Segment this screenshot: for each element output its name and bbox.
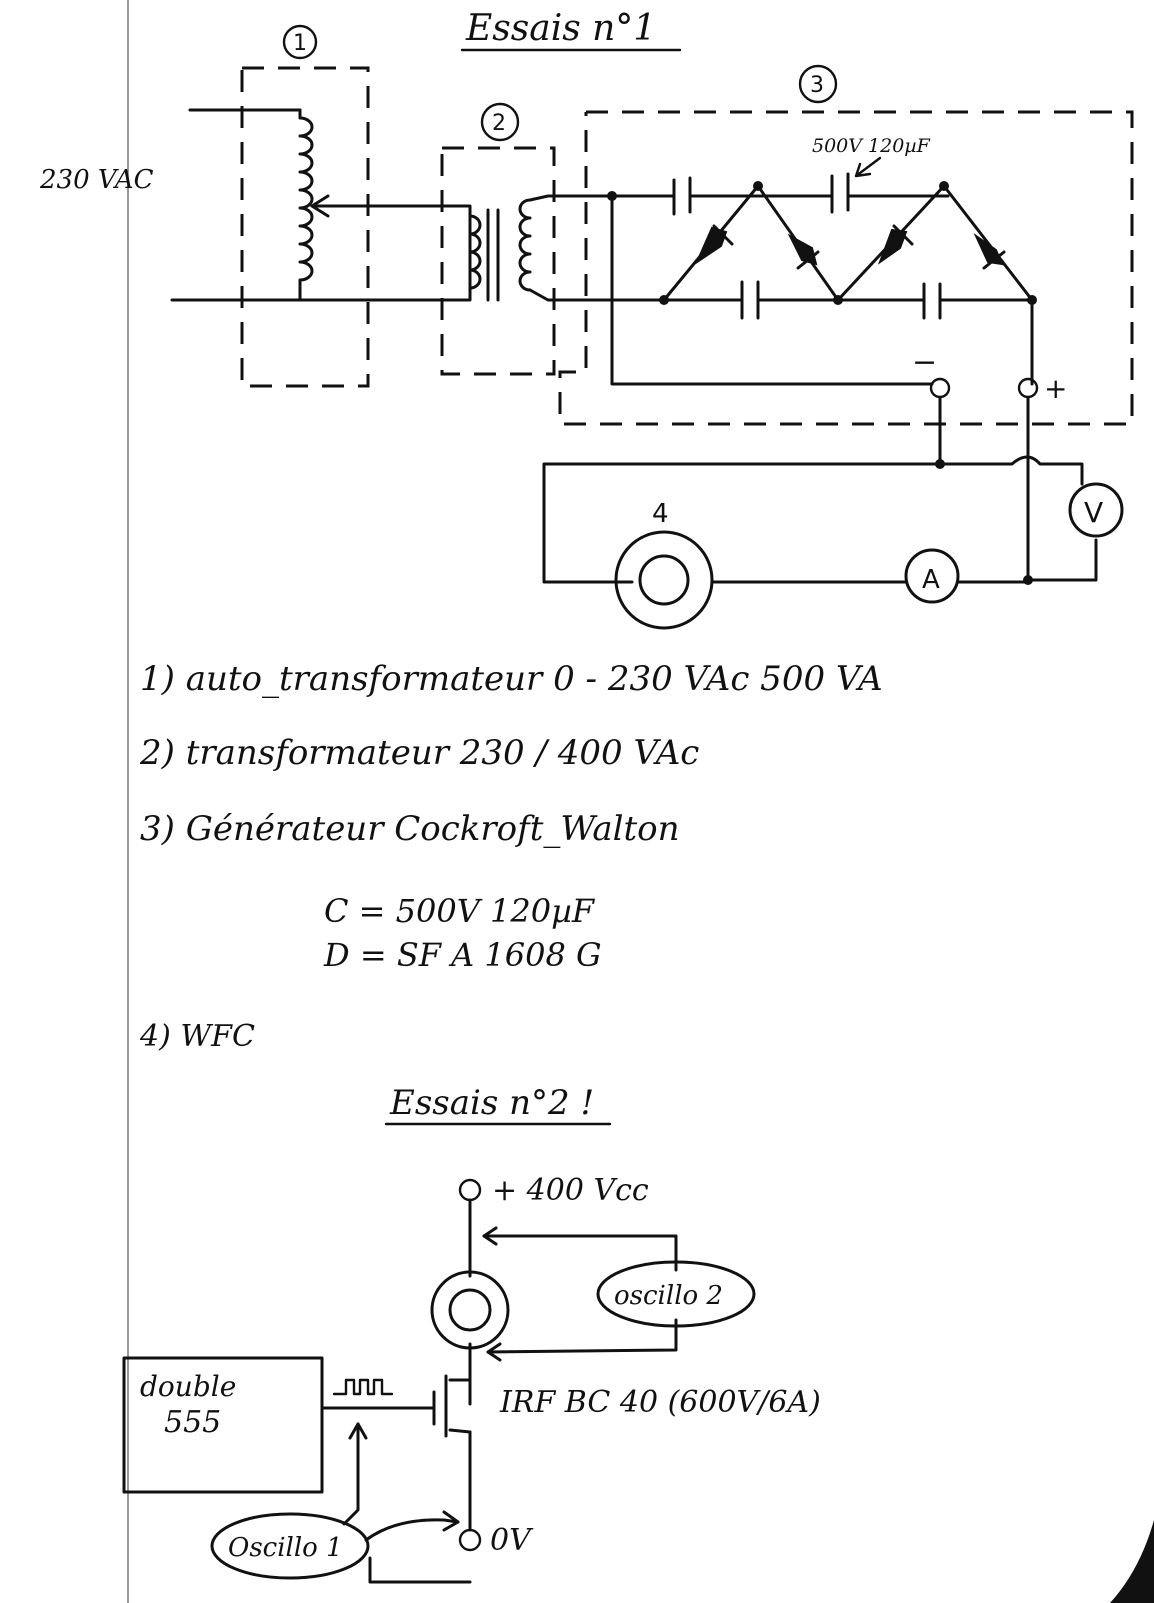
- scope1-ground-arrow: [442, 1510, 460, 1532]
- block2-number: 2: [492, 111, 506, 136]
- block1-boundary: [240, 66, 370, 388]
- block1-number-circle: [282, 24, 318, 60]
- plus-terminal-label: +: [1044, 372, 1067, 405]
- rating-arrow: [854, 156, 882, 178]
- capacitor-icon: [672, 172, 942, 320]
- wfc-cell-icon: 4: [614, 499, 714, 630]
- load-number: 4: [652, 499, 669, 529]
- scope1-return: [368, 1556, 472, 1584]
- page-edge-shadow: [1110, 1520, 1154, 1603]
- scope1-label: Oscillo 1: [228, 1533, 343, 1563]
- block2-boundary: [440, 146, 556, 376]
- capacitor-rating: 500V 120µF: [812, 135, 931, 157]
- ground-label: 0V: [490, 1523, 534, 1558]
- mosfet-label: IRF BC 40 (600V/6A): [499, 1385, 821, 1420]
- wfc-cell-icon: [430, 1270, 510, 1350]
- legend-item-1: 1) auto_transformateur 0 - 230 VAc 500 V…: [140, 659, 883, 699]
- cockcroft-walton-ladder: [607, 181, 1037, 386]
- scope1-gate-probe: [342, 1422, 360, 1526]
- supply-terminal: [458, 1178, 482, 1202]
- block3-number: 3: [810, 73, 824, 98]
- block2-number-circle: [480, 102, 520, 142]
- driver-line2: 555: [164, 1405, 221, 1440]
- ground-terminal: [458, 1528, 482, 1552]
- driver-line1: double: [140, 1370, 236, 1403]
- test2-title: Essais n°2 !: [389, 1083, 594, 1123]
- test1-title: Essais n°1: [465, 8, 656, 49]
- voltmeter-label: V: [1084, 496, 1103, 529]
- inductor-coil-icon: [298, 108, 314, 302]
- voltmeter-icon: V: [1068, 482, 1124, 538]
- legend-item-4: 4) WFC: [139, 1019, 255, 1054]
- mosfet-icon: [320, 1374, 448, 1438]
- minus-terminal-label: −: [912, 345, 937, 380]
- legend-item-3: 3) Générateur Cockroft_Walton: [140, 809, 680, 849]
- load-circuit: [542, 396, 1098, 585]
- ammeter-label: A: [922, 565, 940, 595]
- plus-terminal: [1017, 377, 1039, 399]
- diode-spec: D = SF A 1608 G: [323, 936, 602, 974]
- pulse-train-icon: [332, 1378, 394, 1396]
- scope1-gate-arrow: [348, 1422, 368, 1440]
- scope1-badge: Oscillo 1: [210, 1512, 370, 1580]
- block3-boundary: [558, 110, 1134, 426]
- legend-item-2: 2) transformateur 230 / 400 VAc: [139, 733, 699, 773]
- transformer-icon: [298, 194, 666, 302]
- driver-box: [122, 1356, 324, 1494]
- block3-number-circle: [798, 64, 838, 104]
- ammeter-icon: A: [904, 548, 960, 604]
- minus-terminal: [929, 377, 951, 399]
- wiper-arrow: [310, 194, 330, 218]
- test2-circuit: [448, 1198, 678, 1552]
- supply-label-400: + 400 Vcc: [492, 1173, 649, 1208]
- scope1-ground-probe: [364, 1518, 460, 1542]
- scope2-badge: oscillo 2: [596, 1260, 756, 1328]
- supply-label: 230 VAC: [39, 165, 154, 195]
- block1-number: 1: [293, 31, 307, 56]
- diode-icon: [694, 224, 1006, 270]
- scope2-label: oscillo 2: [614, 1281, 723, 1311]
- cap-spec: C = 500V 120µF: [324, 892, 596, 930]
